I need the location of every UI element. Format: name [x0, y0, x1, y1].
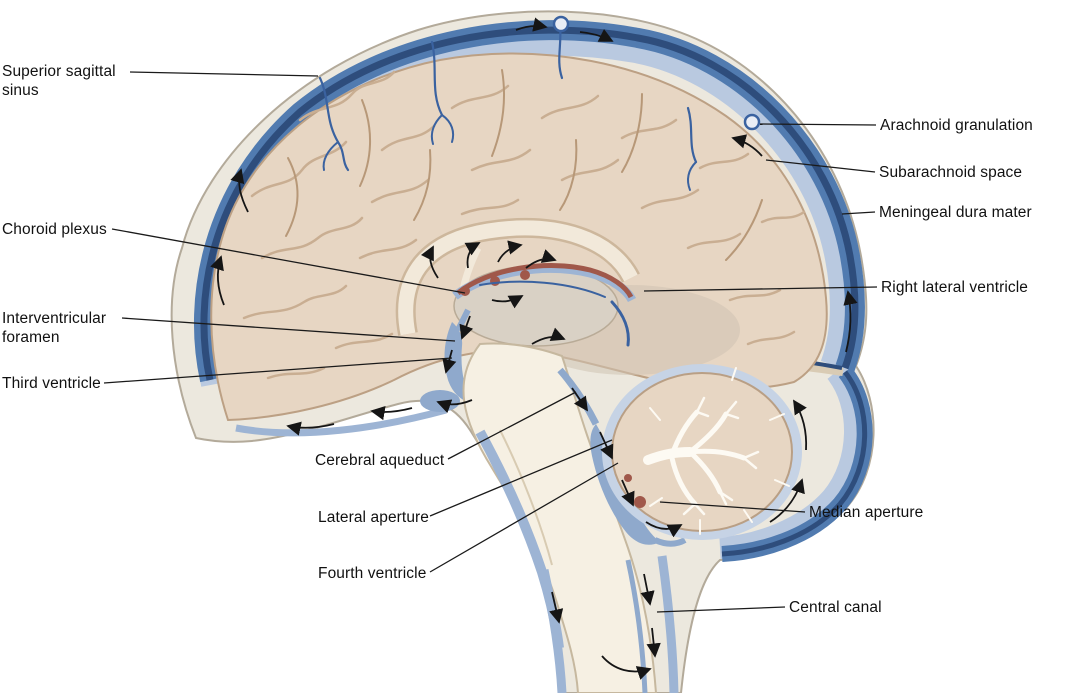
label-third-ventricle: Third ventricle [2, 375, 101, 392]
leader-subarachnoid-space [765, 159, 876, 173]
arachnoid-granulation-bump [743, 113, 761, 131]
sulci-lines [285, 69, 763, 261]
leader-choroid-plexus [111, 228, 466, 294]
leader-meningeal-dura-mater [841, 211, 876, 215]
cerebellum-group [602, 364, 802, 540]
label-choroid-plexus: Choroid plexus [2, 221, 107, 238]
corpus-callosum [398, 220, 638, 336]
label-fourth-ventricle: Fourth ventricle [318, 565, 427, 582]
leader-central-canal [656, 606, 786, 613]
cerebral-aqueduct-channel [557, 367, 600, 426]
leader-interventricular-foramen [121, 317, 456, 342]
leader-third-ventricle [103, 357, 453, 384]
median-aperture-opening [653, 537, 687, 547]
label-arachnoid-granulation: Arachnoid granulation [880, 117, 1033, 134]
superior-sagittal-sinus-band [200, 26, 859, 381]
label-central-canal: Central canal [789, 599, 882, 616]
label-subarachnoid-space: Subarachnoid space [879, 164, 1023, 181]
third-ventricle-shape [444, 322, 472, 404]
leader-fourth-ventricle [429, 462, 619, 573]
leader-right-lateral-ventricle [643, 286, 878, 292]
leader-superior-sagittal-sinus [129, 71, 319, 77]
leader-arachnoid-granulation [759, 123, 877, 126]
leader-cerebral-aqueduct [447, 391, 577, 460]
label-cerebral-aqueduct: Cerebral aqueduct [315, 452, 445, 469]
arbor-vitae [643, 367, 790, 535]
flow-arrow-group [210, 17, 858, 680]
leader-line-group [103, 71, 878, 613]
leader-median-aperture [659, 501, 806, 513]
cerebrum-group [210, 52, 828, 422]
label-meningeal-dura-mater: Meningeal dura mater [879, 204, 1032, 221]
fourth-ventricle-choroid [634, 496, 646, 508]
label-superior-sagittal-sinus: Superior sagittal sinus [2, 63, 116, 99]
label-lateral-aperture: Lateral aperture [318, 509, 430, 526]
label-median-aperture: Median aperture [809, 504, 924, 521]
choroid-plexus-shape [456, 263, 634, 299]
leader-lateral-aperture [429, 439, 613, 517]
label-interventricular-foramen: Interventricular foramen [2, 310, 107, 346]
label-right-lateral-ventricle: Right lateral ventricle [881, 279, 1029, 296]
arachnoid-granulation-bumps [552, 15, 761, 131]
